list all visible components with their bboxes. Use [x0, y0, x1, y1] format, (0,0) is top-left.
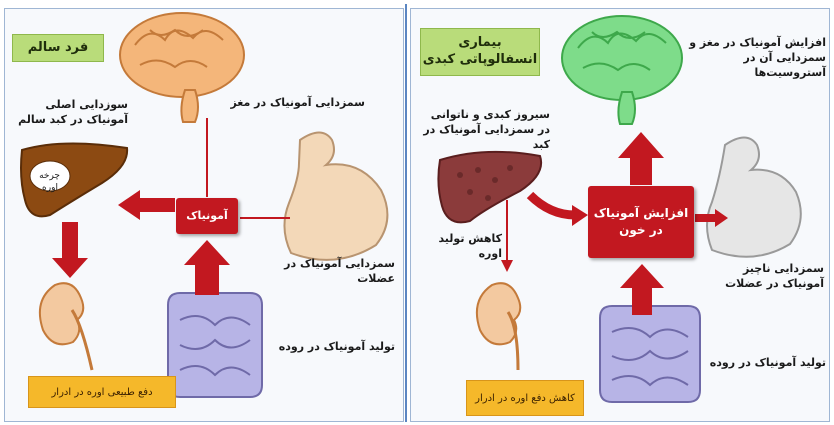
brain-detox-label: سمزدایی آمونیاک در مغز	[225, 96, 365, 111]
brain-ammonia-increase-label: افزایش آمونیاک در مغز و سمزدایی آن در آس…	[678, 36, 826, 81]
intestine-production-label-right: تولید آمونیاک در روده	[706, 356, 826, 371]
muscle-arm-icon	[284, 133, 387, 260]
muscle-detox-label: سمزدایی آمونیاک در عضلات	[245, 257, 395, 287]
cirrhosis-label: سیروز کبدی و ناتوانی در سمزدایی آمونیاک …	[418, 108, 550, 153]
kidney-icon	[40, 283, 92, 370]
intestine-icon	[600, 306, 700, 402]
liver-icon	[21, 143, 127, 216]
muscle-minor-detox-label: سمزدایی ناچیز آمونیاک در عضلات	[712, 262, 824, 292]
kidney-icon	[477, 283, 520, 370]
liver-detox-label: سوزدایی اصلی آمونیاک در کبد سالم	[18, 98, 128, 128]
intestine-production-label: تولید آمونیاک در روده	[255, 340, 395, 355]
blood-ammonia-node: افزایش آمونیاک در خون	[588, 186, 694, 258]
ammonia-node: آمونیاک	[176, 198, 238, 234]
reduced-urea-label: کاهش تولید اوره	[412, 232, 502, 262]
disease-title: بیماری انسفالوپاتی کبدی	[420, 28, 540, 76]
intestine-icon	[168, 293, 262, 397]
liver-icon	[438, 152, 541, 223]
muscle-arm-icon	[707, 138, 801, 257]
urea-cycle-label: چرخه اوره	[40, 170, 60, 194]
normal-urea-excretion-box: دفع طبیعی اوره در ادرار	[28, 376, 176, 408]
healthy-title: فرد سالم	[12, 34, 104, 62]
reduced-urea-excretion-box: کاهش دفع اوره در ادرار	[466, 380, 584, 416]
brain-icon	[562, 16, 682, 124]
